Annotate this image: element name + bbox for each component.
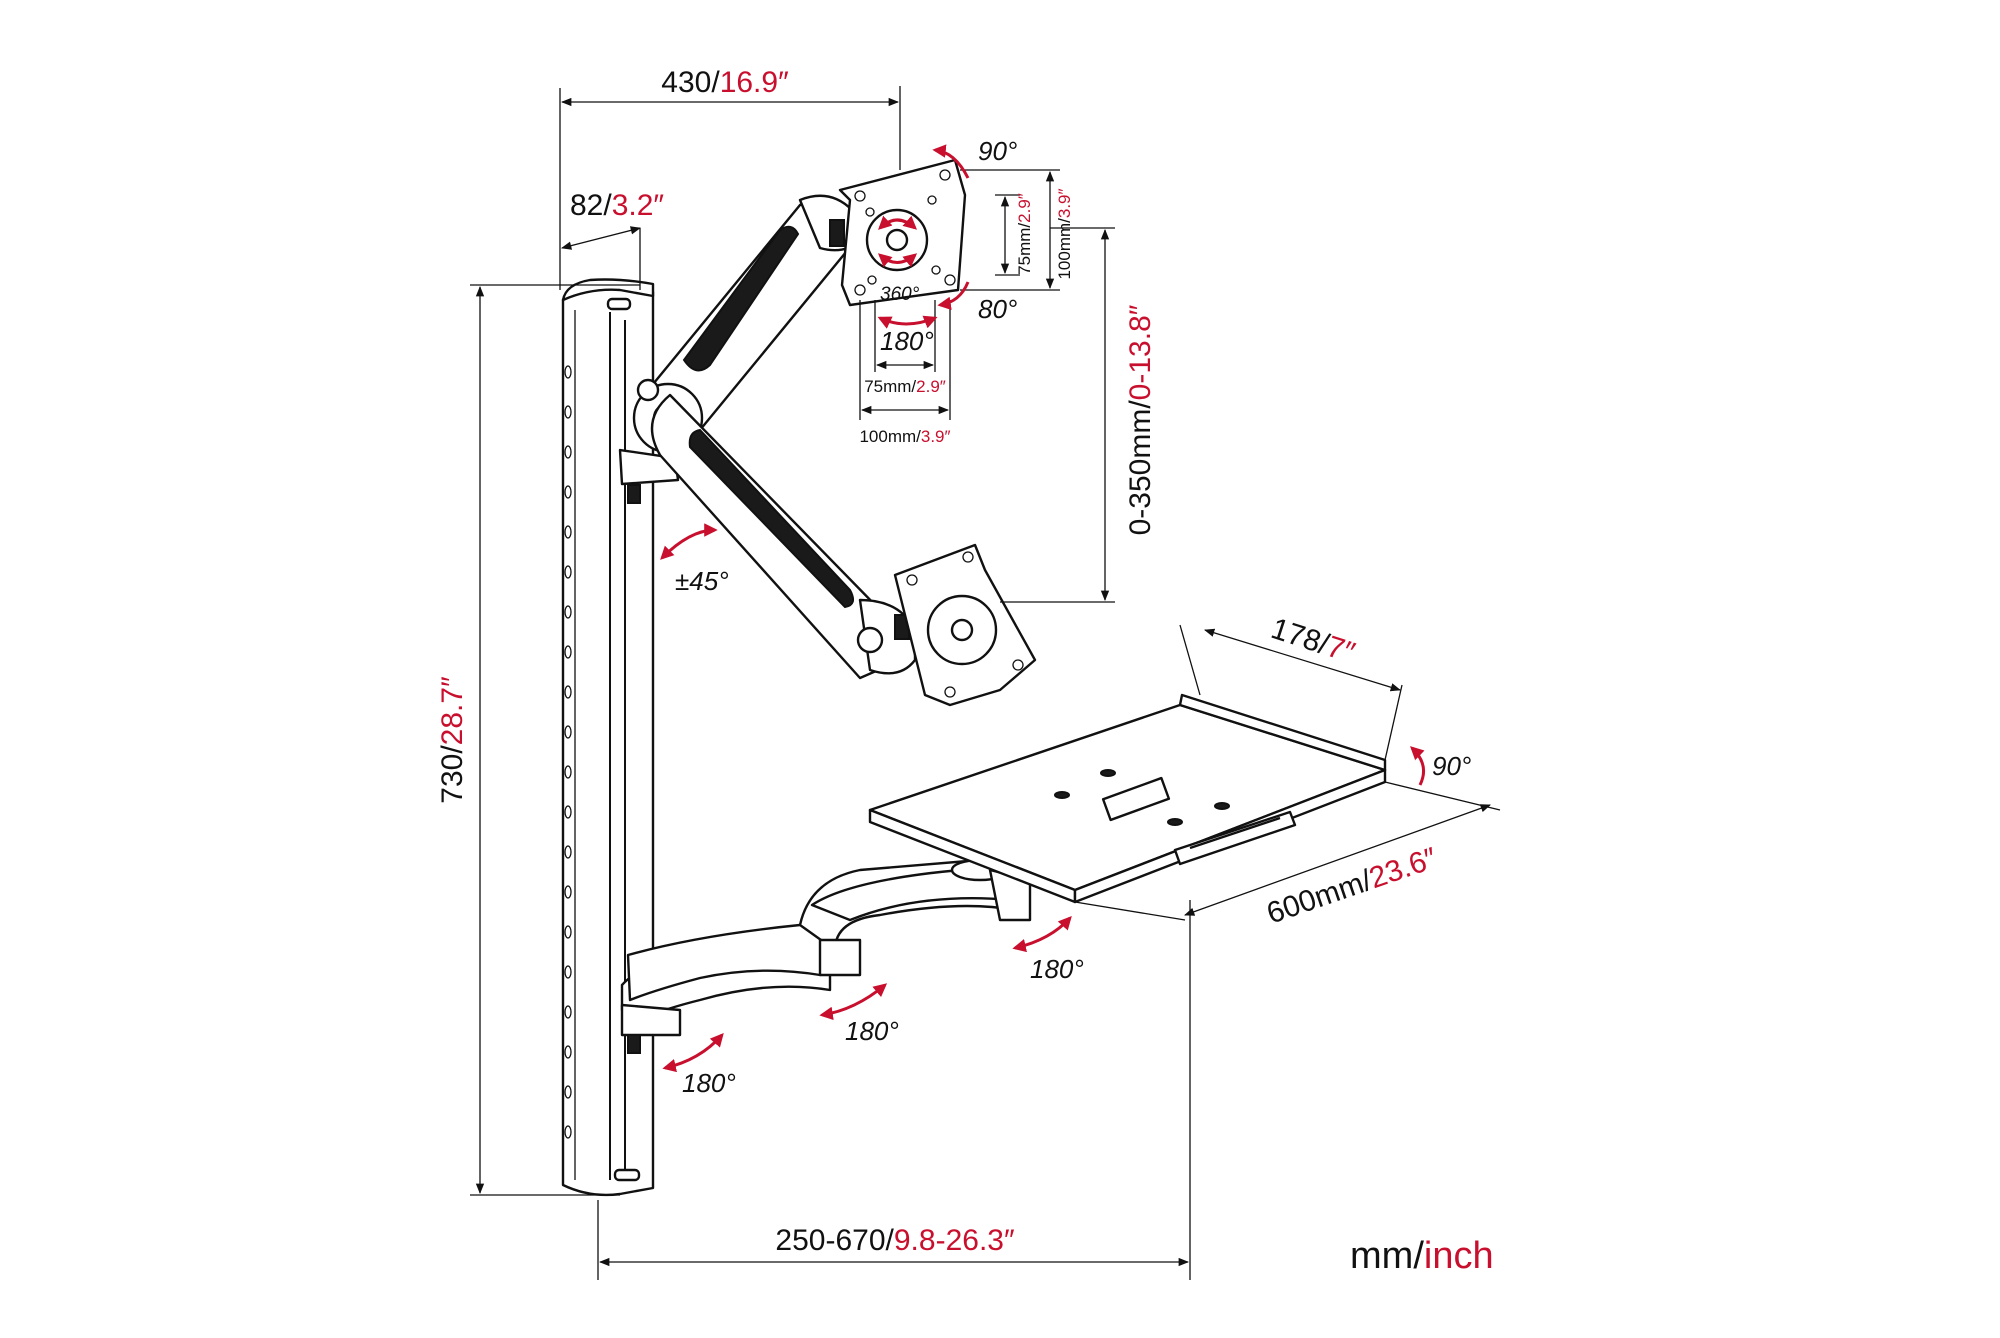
dimension-lines — [470, 86, 1501, 1280]
label-vesa-height-100: 100mm/3.9″ — [1055, 188, 1074, 279]
vesa-plate-upper — [838, 158, 967, 307]
units-legend: mm/inch — [1350, 1235, 1494, 1277]
angle-tray-tilt: 90° — [1432, 751, 1471, 781]
label-arm-reach: 250-670/9.8-26.3″ — [775, 1224, 1015, 1257]
angle-vesa-tilt-bottom: 80° — [978, 294, 1017, 324]
angle-arm-joint-swivel: 180° — [845, 1016, 899, 1046]
keyboard-tray-arm — [620, 858, 1032, 1054]
label-pole-depth: 82/3.2″ — [570, 189, 664, 222]
label-vesa-height-75: 75mm/2.9″ — [1015, 193, 1034, 275]
angle-vesa-rotate: 360° — [880, 284, 920, 305]
label-tray-depth: 178/7″ — [1267, 612, 1359, 670]
vesa-plate-lower — [893, 543, 1037, 707]
label-vesa-width-75: 75mm/2.9″ — [864, 377, 946, 396]
angle-arm-tilt: ±45° — [675, 566, 729, 596]
label-reach-top: 430/16.9″ — [661, 66, 789, 99]
pole-slots — [564, 365, 572, 1139]
angle-vesa-swivel: 180° — [880, 326, 934, 356]
angle-base-swivel: 180° — [682, 1068, 736, 1098]
rotation-arrows — [660, 144, 1426, 1073]
label-pole-height: 730/28.7″ — [436, 676, 469, 804]
angle-vesa-tilt-top: 90° — [978, 136, 1017, 166]
label-height-adjust: 0-350mm/0-13.8″ — [1124, 304, 1157, 535]
angle-tray-swivel: 180° — [1030, 954, 1084, 984]
gas-spring-monitor-arm — [618, 194, 917, 680]
label-vesa-width-100: 100mm/3.9″ — [859, 427, 950, 446]
